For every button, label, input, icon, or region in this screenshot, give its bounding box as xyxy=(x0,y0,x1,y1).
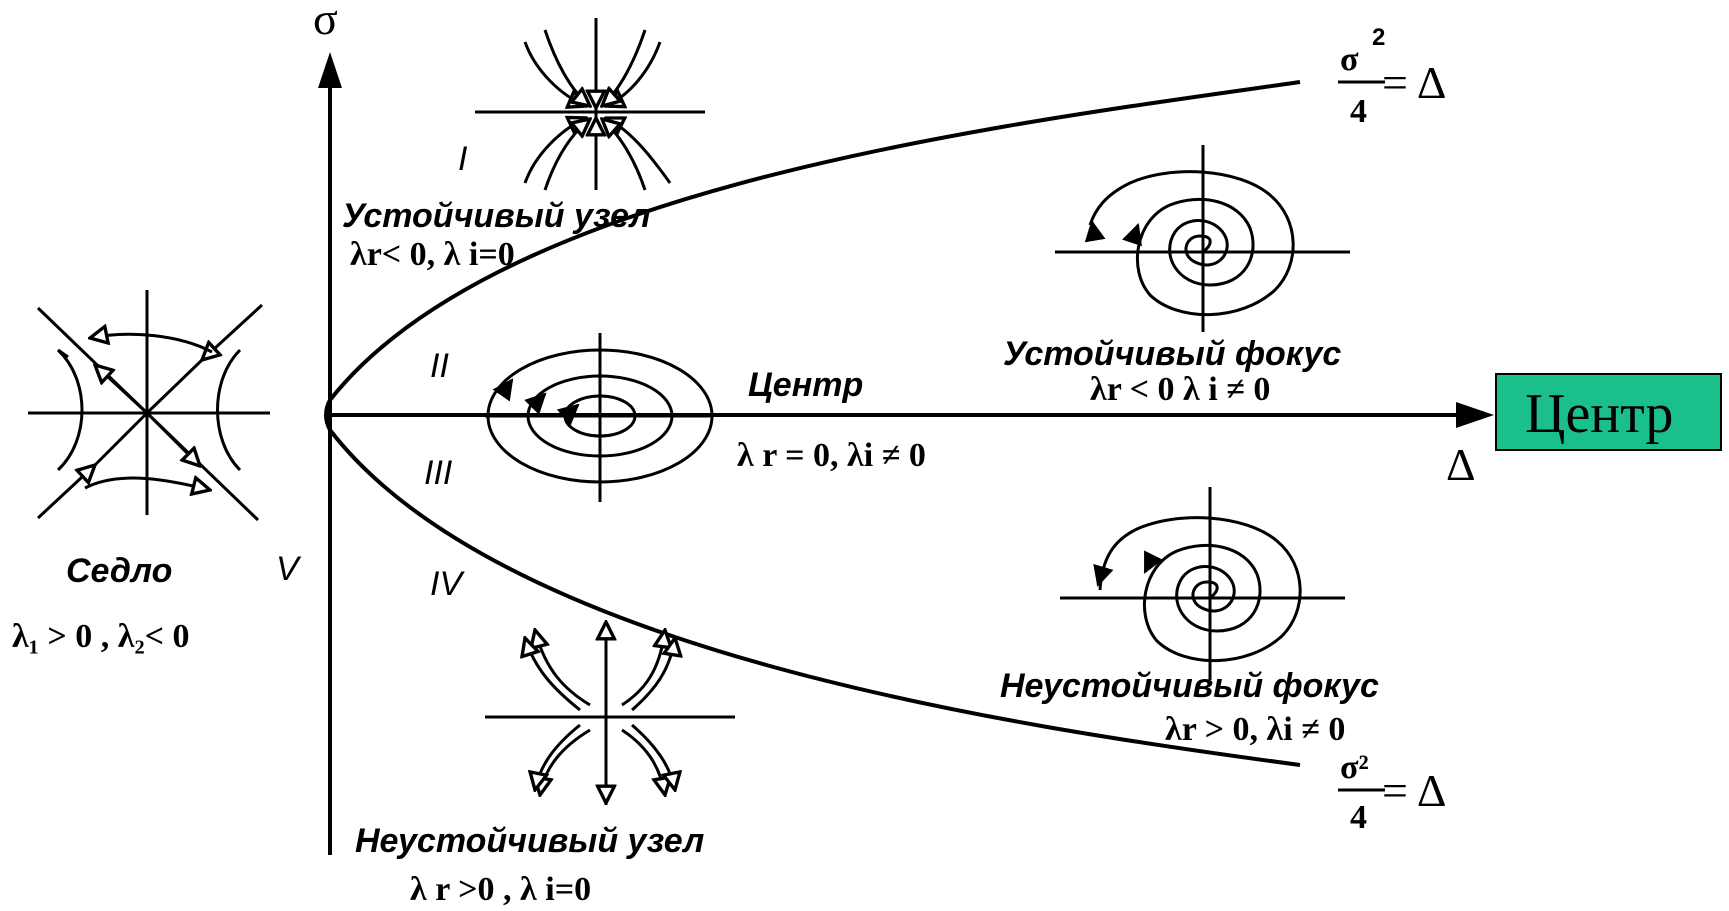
region-label-1: I xyxy=(458,140,468,178)
stable-focus-portrait xyxy=(1055,145,1350,332)
svg-text:σ: σ xyxy=(1340,41,1359,78)
svg-text:σ²: σ² xyxy=(1340,749,1369,786)
svg-text:4: 4 xyxy=(1350,93,1367,130)
center-title: Центр xyxy=(748,366,863,404)
region-label-4: IV xyxy=(430,565,465,603)
parabola-curve xyxy=(328,80,1301,767)
unstable-node-portrait xyxy=(485,622,735,805)
svg-text:2: 2 xyxy=(1372,24,1385,51)
sigma-axis-arrowhead xyxy=(318,52,342,88)
unstable-node-title: Неустойчивый узел xyxy=(355,822,704,860)
saddle-title: Седло xyxy=(66,552,172,590)
curve-label-bottom: σ² 4 = Δ xyxy=(1338,749,1447,836)
parabola-vertex xyxy=(324,399,332,431)
unstable-focus-title: Неустойчивый фокус xyxy=(1000,667,1379,705)
center-portrait xyxy=(485,333,714,502)
unstable-focus-portrait xyxy=(1060,487,1345,680)
delta-axis-arrowhead xyxy=(1456,402,1494,428)
svg-text:= Δ: = Δ xyxy=(1382,765,1447,816)
sigma-axis-label: σ xyxy=(313,0,338,44)
stable-node-portrait xyxy=(475,18,705,191)
center-condition: λ r = 0, λi ≠ 0 xyxy=(737,437,926,474)
svg-text:4: 4 xyxy=(1350,799,1367,836)
stable-focus-condition: λr < 0 λ i ≠ 0 xyxy=(1090,371,1270,408)
stable-focus-title: Устойчивый фокус xyxy=(1003,335,1341,373)
delta-axis-label: Δ xyxy=(1446,439,1476,490)
center-badge-box xyxy=(1495,373,1722,451)
saddle-condition: λ₁ > 0 , λ₂< 0 xyxy=(12,618,190,655)
center-badge-label: Центр xyxy=(1525,383,1673,445)
svg-text:= Δ: = Δ xyxy=(1382,57,1447,108)
curve-label-top: σ 2 4 = Δ xyxy=(1338,24,1447,130)
region-label-5: V xyxy=(276,550,302,588)
region-label-3: III xyxy=(424,454,453,492)
region-label-2: II xyxy=(430,347,449,385)
stable-node-title: Устойчивый узел xyxy=(342,197,651,235)
unstable-node-condition: λ r >0 , λ i=0 xyxy=(410,871,591,908)
saddle-portrait xyxy=(28,290,270,522)
unstable-focus-condition: λr > 0, λi ≠ 0 xyxy=(1165,711,1345,748)
center-badge: Центр xyxy=(1495,373,1722,451)
stable-node-condition: λr< 0, λ i=0 xyxy=(350,236,515,273)
